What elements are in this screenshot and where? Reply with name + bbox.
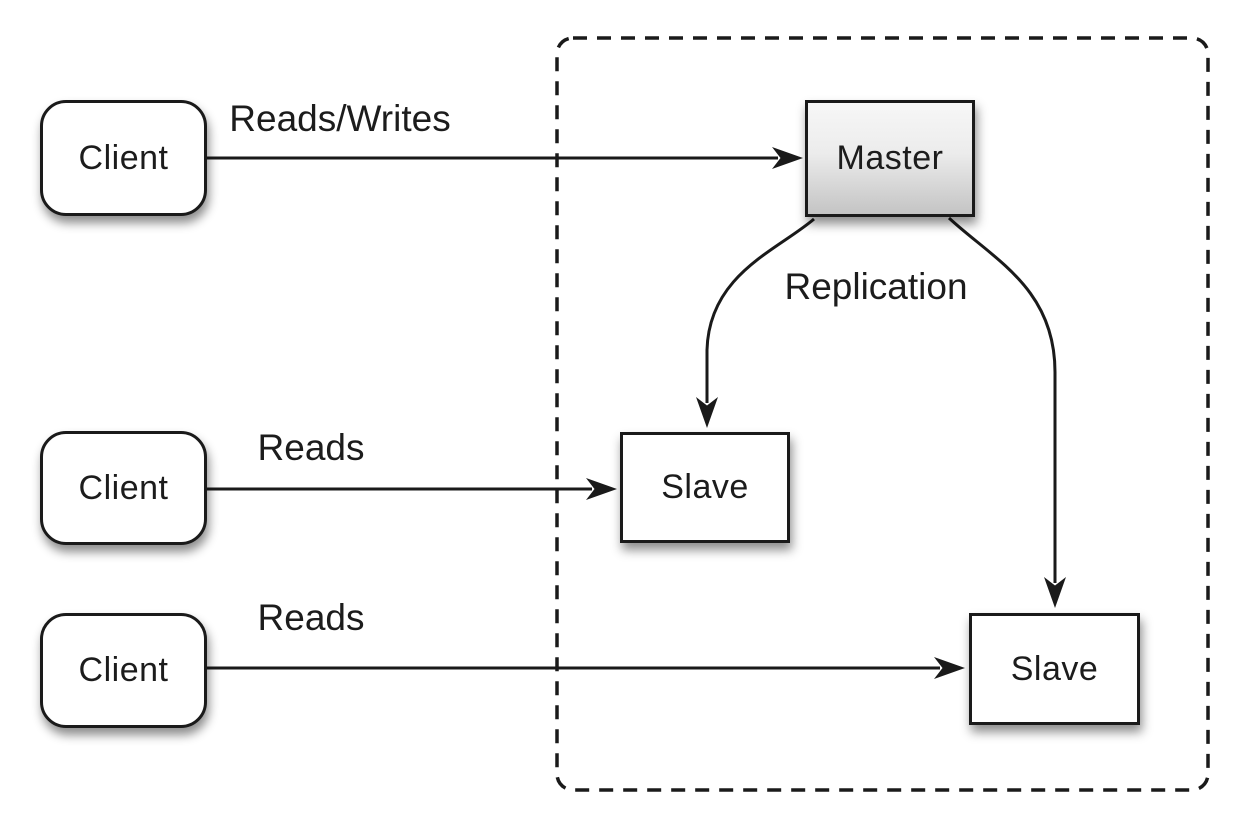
node-client-3-label: Client (78, 651, 169, 689)
reads-writes-arrowhead-icon (772, 147, 803, 169)
edge-label-reads-bottom: Reads (257, 597, 365, 638)
node-slave-1: Slave (620, 432, 790, 543)
node-client-2: Client (40, 431, 207, 545)
edge-label-reads-writes: Reads/Writes (229, 98, 451, 139)
node-slave-2: Slave (969, 613, 1140, 725)
replication-curve-left (705, 217, 815, 403)
node-master: Master (805, 100, 975, 217)
node-slave-1-label: Slave (661, 468, 749, 506)
node-client-1-label: Client (78, 138, 169, 177)
replication-arrowhead-left-icon (696, 397, 718, 428)
node-client-3: Client (40, 613, 207, 728)
reads-arrowhead-bottom-icon (934, 657, 965, 679)
edge-label-reads-middle: Reads (257, 427, 365, 468)
edge-label-replication: Replication (784, 266, 968, 307)
node-client-2-label: Client (78, 468, 169, 507)
node-master-label: Master (836, 139, 944, 177)
reads-arrowhead-middle-icon (586, 478, 617, 500)
replication-curve-right (947, 216, 1057, 583)
node-slave-2-label: Slave (1010, 649, 1099, 688)
node-client-1: Client (40, 100, 207, 216)
replication-arrowhead-right-icon (1044, 577, 1066, 608)
